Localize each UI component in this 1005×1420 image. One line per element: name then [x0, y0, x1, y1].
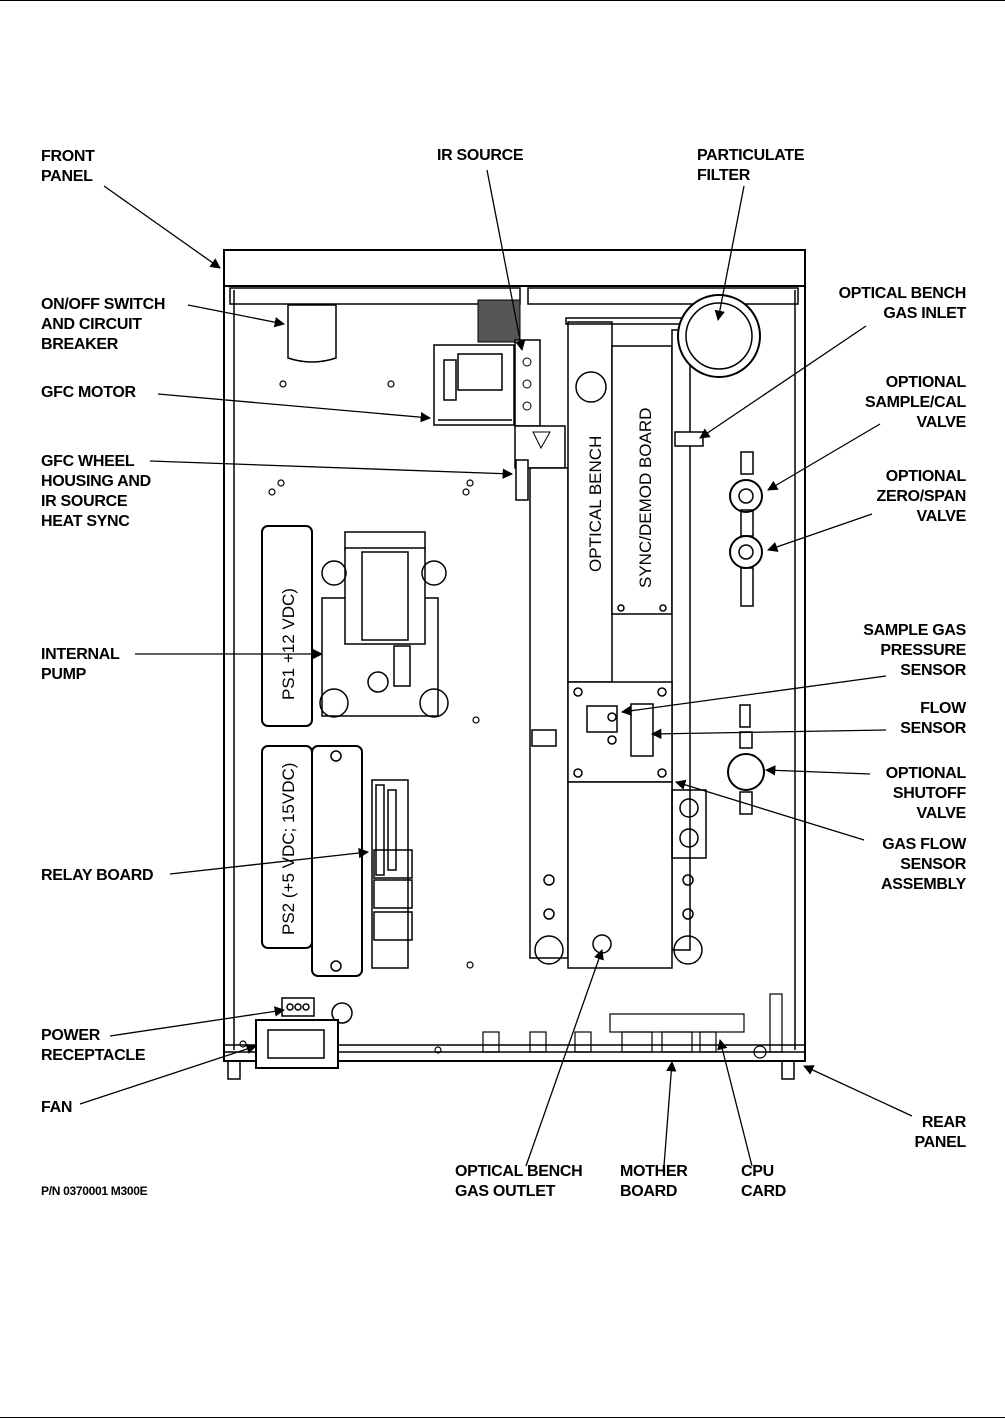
label-gfc-wheel-housing: GFC WHEEL HOUSING AND IR SOURCE HEAT SYN… [41, 453, 151, 530]
label-front-panel: FRONT PANEL [41, 148, 95, 185]
on-off-switch [287, 304, 337, 363]
label-rear-panel: REAR PANEL [914, 1114, 966, 1151]
label-flow-sensor: FLOW SENSOR [900, 700, 966, 737]
sync-demod-text: SYNC/DEMOD BOARD [636, 408, 655, 588]
label-internal-pump: INTERNAL PUMP [41, 646, 120, 683]
gas-inlet-fitting [674, 431, 704, 447]
label-optical-bench-gas-inlet: OPTICAL BENCH GAS INLET [838, 285, 967, 322]
label-optional-shutoff-valve: OPTIONAL SHUTOFF VALVE [885, 765, 967, 822]
label-sample-gas-pressure-sensor: SAMPLE GAS PRESSURE SENSOR [863, 622, 966, 679]
sync-demod-board [611, 345, 673, 615]
fan [255, 1019, 339, 1069]
chassis [223, 285, 806, 1062]
zero-span-valve [729, 535, 763, 607]
label-optional-zero-span-valve: OPTIONAL ZERO/SPAN VALVE [876, 468, 967, 525]
sample-cal-valve [729, 451, 763, 537]
optical-bench [529, 317, 695, 965]
ps1-text: PS1 +12 VDC) [279, 588, 298, 700]
gfc-wheel-housing [514, 425, 566, 501]
rear-panel [227, 1060, 241, 1080]
gas-flow-lower-block [567, 781, 707, 969]
relay-board [371, 779, 413, 969]
particulate-filter [677, 294, 761, 378]
part-number: P/N 0370001 M300E [41, 1184, 148, 1198]
gfc-motor [433, 344, 515, 426]
flow-sensor-assembly [567, 681, 673, 783]
label-fan: FAN [41, 1099, 73, 1116]
front-panel [223, 249, 806, 287]
label-cpu-card: CPU CARD [741, 1163, 787, 1200]
label-optional-sample-cal-valve: OPTIONAL SAMPLE/CAL VALVE [864, 374, 966, 431]
label-mother-board: MOTHER BOARD [620, 1163, 688, 1200]
label-on-off-switch: ON/OFF SWITCH AND CIRCUIT BREAKER [41, 296, 166, 353]
internal-pump [319, 531, 449, 718]
optical-bench-text: OPTICAL BENCH [586, 436, 605, 572]
label-gas-flow-sensor-assembly: GAS FLOW SENSOR ASSEMBLY [880, 836, 966, 893]
cpu-card [609, 1013, 767, 1059]
bottom-rule [0, 1417, 1005, 1418]
ps1-power-supply [261, 525, 313, 727]
ps2-text: PS2 (+5 VDC; 15VDC) [279, 763, 298, 935]
label-ir-source: IR SOURCE [437, 147, 524, 164]
label-particulate-filter: PARTICULATE FILTER [697, 147, 805, 184]
bench-fitting [531, 729, 557, 747]
label-gfc-motor: GFC MOTOR [41, 384, 136, 401]
mother-board [482, 1031, 717, 1053]
label-power-receptacle: POWER RECEPTACLE [41, 1027, 146, 1064]
label-optical-bench-gas-outlet: OPTICAL BENCH GAS OUTLET [455, 1163, 583, 1200]
shutoff-valve [727, 704, 765, 815]
top-rule [0, 0, 1005, 1]
label-relay-board: RELAY BOARD [41, 867, 154, 884]
power-receptacle [281, 997, 353, 1024]
leader-lines [79, 169, 913, 1167]
